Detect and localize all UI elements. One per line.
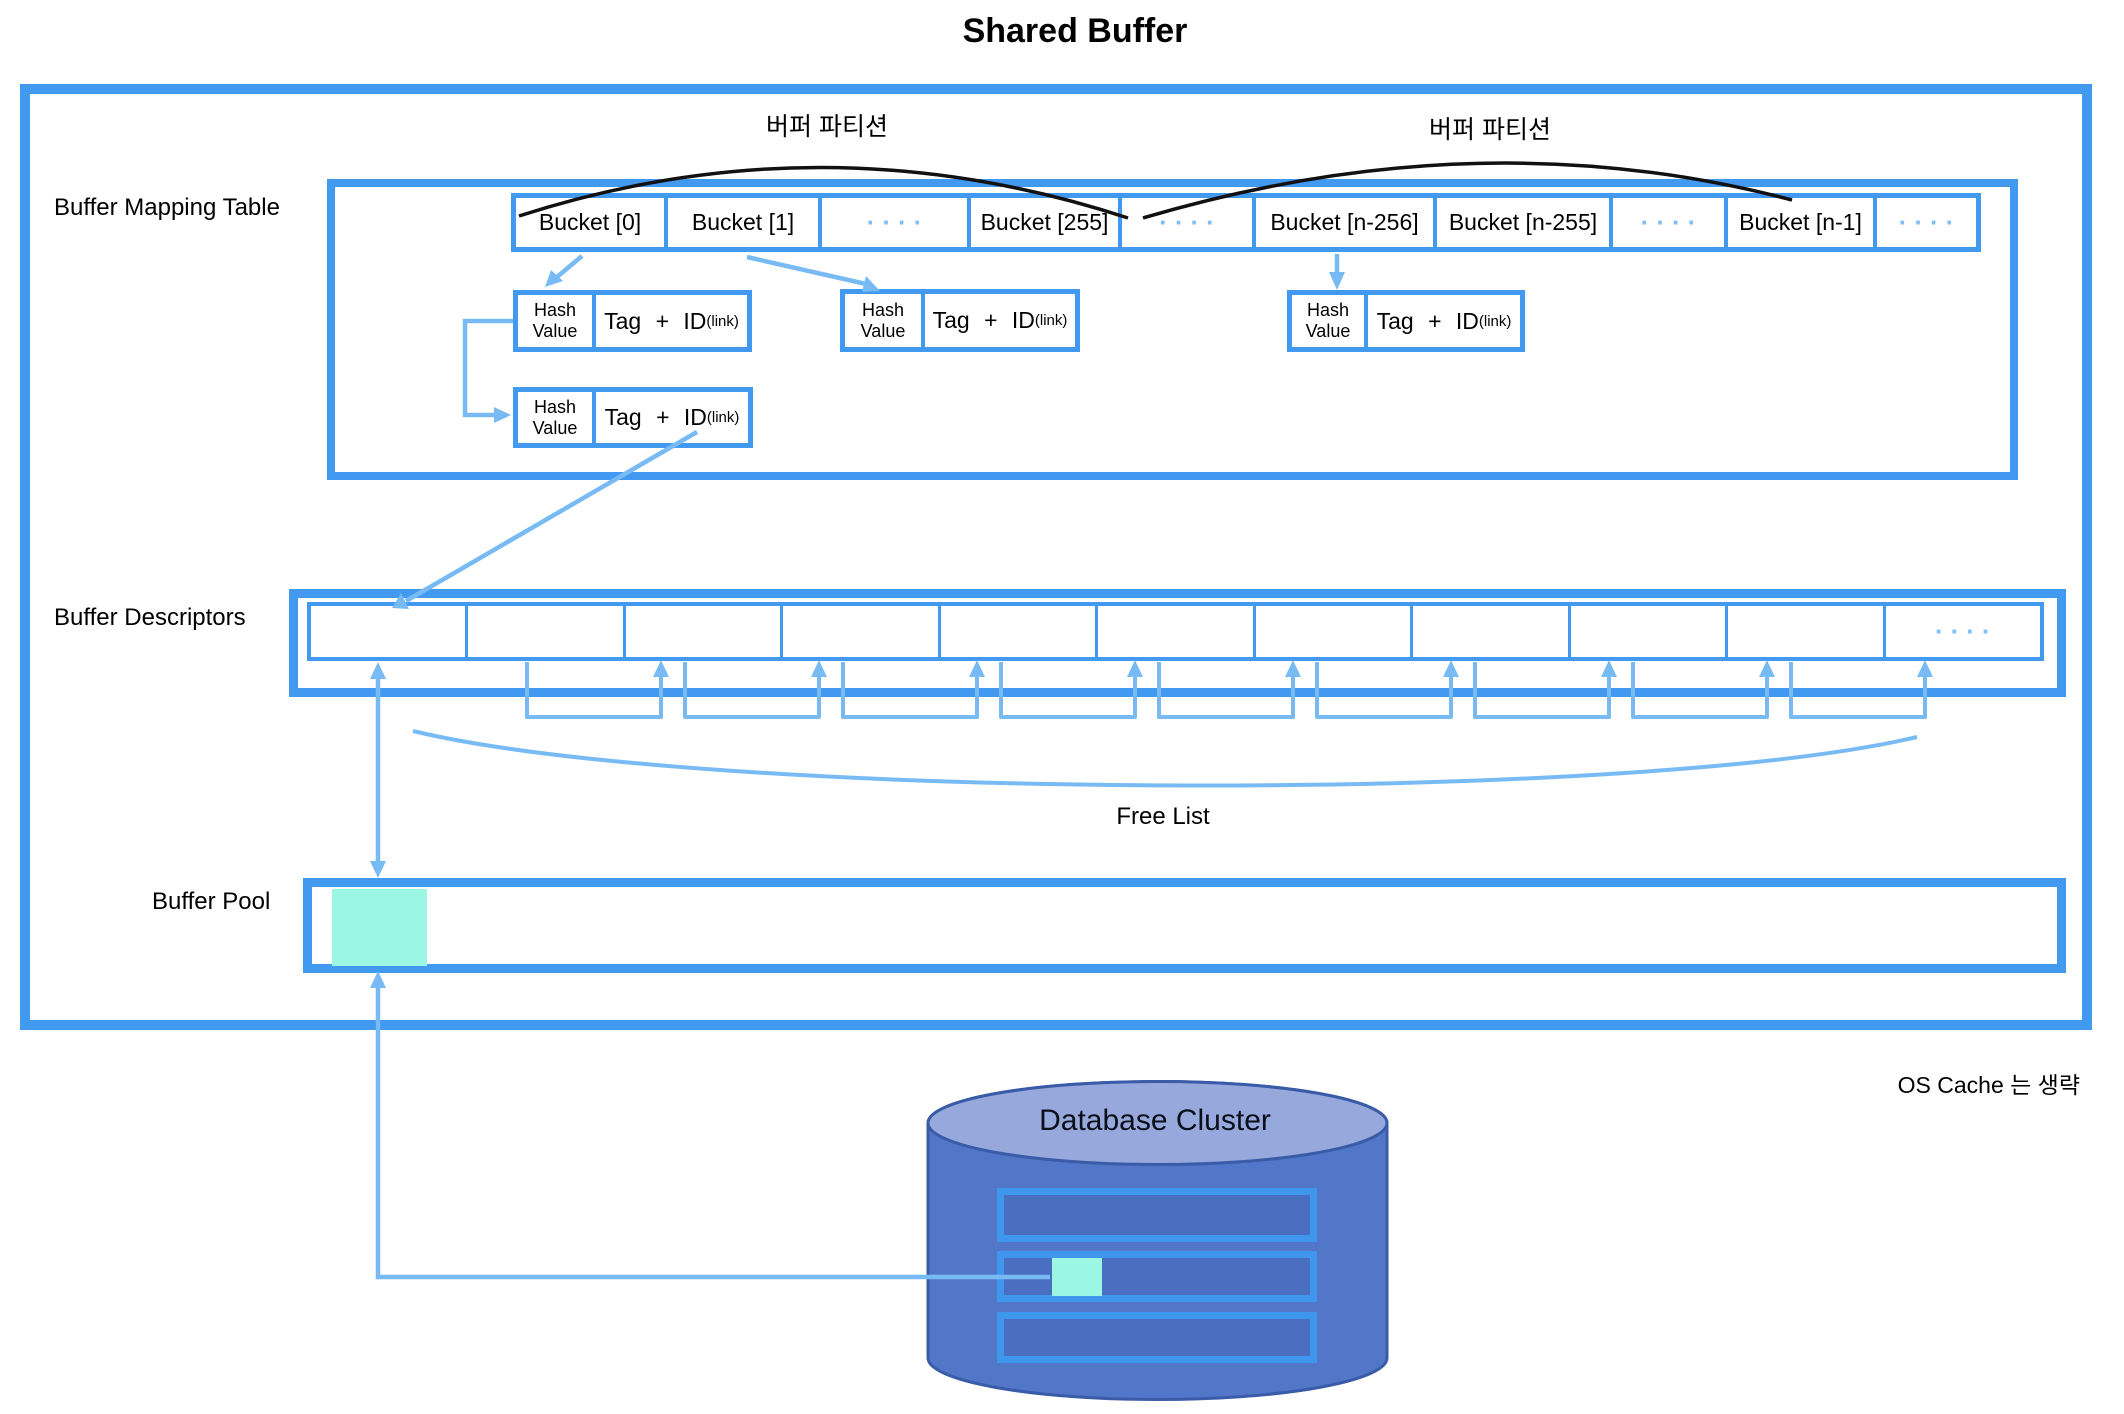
buffer-pool-box (303, 878, 2066, 973)
descriptor-cell (1095, 606, 1252, 657)
hash-value-cell: Hash Value (518, 392, 596, 443)
bucket-1-cell: Bucket [1] (664, 198, 818, 247)
buffer-pool-label: Buffer Pool (152, 888, 271, 915)
free-list-label: Free List (1116, 803, 1210, 830)
descriptor-cell (780, 606, 937, 657)
buffer-mapping-table-label: Buffer Mapping Table (54, 194, 280, 221)
hash-entry-bucket0-chained: Hash Value Tag + ID(link) (513, 387, 753, 448)
database-page-block (1052, 1258, 1102, 1296)
descriptor-ellipsis-cell: ···· (1882, 606, 2040, 657)
bucket-ellipsis-cell: ···· (1118, 198, 1252, 247)
bucket-row: Bucket [0] Bucket [1] ···· Bucket [255] … (511, 193, 1981, 252)
bucket-n-255-cell: Bucket [n-255] (1433, 198, 1609, 247)
descriptor-cell (622, 606, 780, 657)
buffer-pool-page-block (332, 889, 427, 966)
page-title: Shared Buffer (962, 12, 1188, 50)
bucket-ellipsis-cell: ···· (1609, 198, 1724, 247)
descriptor-cell (1567, 606, 1725, 657)
descriptor-cell (465, 606, 622, 657)
bucket-ellipsis-cell: ···· (1873, 198, 1976, 247)
hash-value-cell: Hash Value (845, 294, 925, 347)
hash-entry-bucket0: Hash Value Tag + ID(link) (513, 290, 752, 352)
bucket-ellipsis-cell: ···· (818, 198, 967, 247)
buffer-partition-label-1: 버퍼 파티션 (766, 113, 888, 141)
bucket-n-1-cell: Bucket [n-1] (1724, 198, 1873, 247)
tag-id-cell: Tag + ID(link) (1376, 307, 1512, 334)
descriptor-cell (1252, 606, 1410, 657)
database-cluster-label: Database Cluster (1039, 1104, 1271, 1137)
bucket-0-cell: Bucket [0] (538, 209, 642, 235)
database-file-row (997, 1188, 1317, 1242)
bucket-n-256-cell: Bucket [n-256] (1252, 198, 1433, 247)
hash-value-cell: Hash Value (1292, 295, 1368, 347)
shared-buffer-box (20, 84, 2092, 1030)
descriptor-cell (1410, 606, 1567, 657)
hash-entry-bucket1: Hash Value Tag + ID(link) (840, 289, 1080, 352)
hash-entry-bucket-n-256: Hash Value Tag + ID(link) (1287, 290, 1525, 352)
hash-value-cell: Hash Value (518, 295, 596, 347)
buffer-partition-label-2: 버퍼 파티션 (1429, 116, 1551, 144)
descriptor-cell (311, 606, 465, 657)
bucket-255-cell: Bucket [255] (967, 198, 1118, 247)
database-file-row (997, 1312, 1317, 1363)
descriptor-cell (937, 606, 1095, 657)
buffer-descriptors-label: Buffer Descriptors (54, 604, 246, 631)
tag-id-cell: Tag + ID(link) (604, 307, 739, 334)
tag-id-cell: Tag + ID(link) (604, 404, 740, 430)
tag-id-cell: Tag + ID(link) (932, 307, 1068, 333)
database-file-row (997, 1251, 1317, 1302)
os-cache-note: OS Cache 는 생략 (1897, 1072, 2080, 1098)
descriptor-cell (1725, 606, 1882, 657)
buffer-descriptors-row: ···· (307, 602, 2044, 661)
